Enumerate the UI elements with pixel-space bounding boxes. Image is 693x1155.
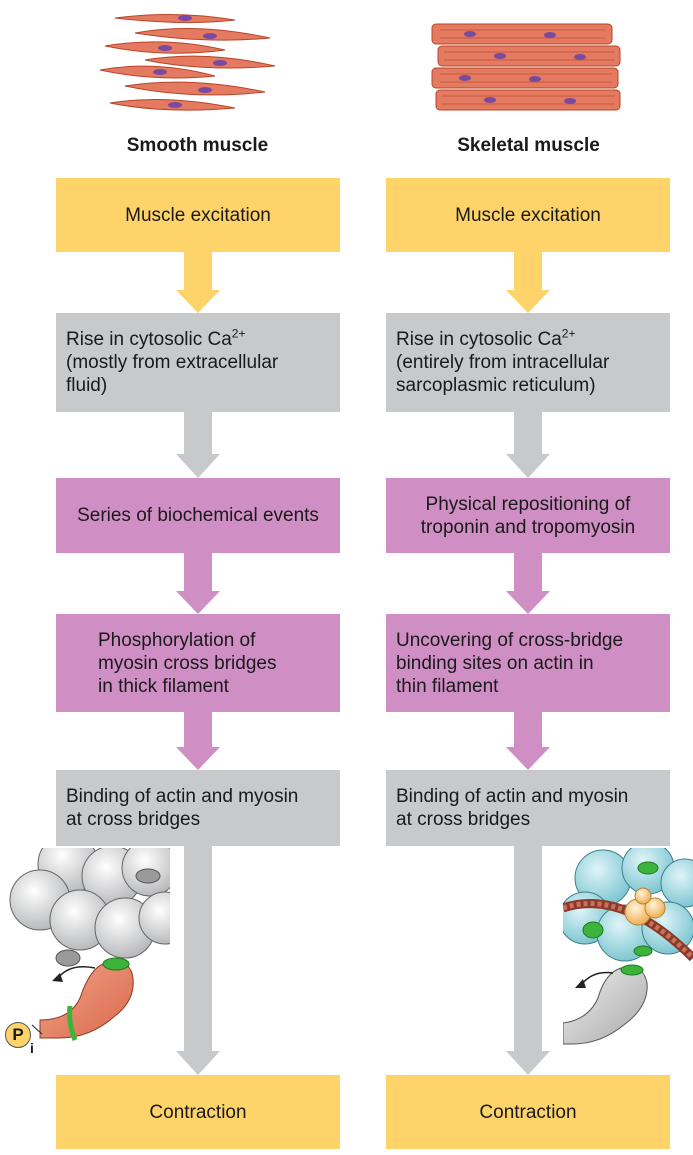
smooth-step-binding: Binding of actin and myosin at cross bri… [56,770,340,846]
smooth-step-calcium-sup: 2+ [231,326,246,341]
smooth-step-calcium-line2: (mostly from extracellular [66,352,279,373]
skeletal-step-repos-line1: Physical repositioning of [425,493,631,515]
skeletal-step-calcium-line3: sarcoplasmic reticulum) [396,375,596,396]
phosphate-label: P [12,1025,24,1044]
skeletal-arrow-3 [506,553,550,614]
smooth-step-phos-line2: myosin cross bridges [98,652,277,674]
skeletal-muscle-fibers-illustration [431,23,621,111]
smooth-arrow-3 [176,553,220,614]
skeletal-step-repos-line2: troponin and tropomyosin [420,516,636,538]
skeletal-step-calcium-rise: Rise in cytosolic Ca2+ (entirely from in… [386,313,670,412]
skeletal-step-repositioning: Physical repositioning of troponin and t… [386,478,670,553]
skeletal-cross-bridge-illustration [563,848,693,1045]
skeletal-muscle-title: Skeletal muscle [457,135,600,156]
smooth-step-excitation-text: Muscle excitation [125,204,271,226]
skeletal-step-uncover-line3: thin filament [396,675,499,697]
smooth-step-phos-line3: in thick filament [98,675,229,697]
smooth-step-contraction: Contraction [56,1075,340,1149]
phosphate-subscript: i [30,1040,34,1056]
skeletal-step-calcium-line2: (entirely from intracellular [396,352,610,373]
smooth-step-contraction-text: Contraction [149,1101,247,1123]
skeletal-step-calcium-sup: 2+ [561,326,576,341]
smooth-arrow-4 [176,712,220,770]
skeletal-step-binding: Binding of actin and myosin at cross bri… [386,770,670,846]
smooth-muscle-title: Smooth muscle [126,135,269,156]
smooth-step-biochemical: Series of biochemical events [56,478,340,553]
smooth-step-binding-line1: Binding of actin and myosin [66,786,299,807]
skeletal-step-uncovering: Uncovering of cross-bridge binding sites… [386,614,670,712]
skeletal-step-uncover-line2: binding sites on actin in [396,652,594,674]
smooth-arrow-2 [176,412,220,478]
skeletal-step-uncover-line1: Uncovering of cross-bridge [396,629,624,651]
skeletal-step-contraction: Contraction [386,1075,670,1149]
skeletal-step-contraction-text: Contraction [479,1101,577,1123]
skeletal-step-binding-line1: Binding of actin and myosin [396,786,629,807]
skeletal-arrow-5 [506,846,550,1075]
smooth-step-calcium-rise: Rise in cytosolic Ca2+ (mostly from extr… [56,313,340,412]
smooth-muscle-cells-illustration [99,13,276,111]
smooth-cross-bridge-illustration [9,848,170,1041]
smooth-step-calcium-line3: fluid) [66,375,108,396]
phosphate-badge: P [5,1022,31,1048]
smooth-step-phosphorylation: Phosphorylation of myosin cross bridges … [56,614,340,712]
skeletal-arrow-1 [506,252,550,313]
skeletal-step-excitation-text: Muscle excitation [455,204,601,226]
smooth-step-calcium-text: Rise in cytosolic Ca [66,329,232,350]
smooth-arrow-5 [176,846,220,1075]
smooth-step-excitation: Muscle excitation [56,178,340,252]
smooth-step-biochemical-text: Series of biochemical events [77,505,319,526]
smooth-step-phos-line1: Phosphorylation of [98,629,256,651]
smooth-arrow-1 [176,252,220,313]
skeletal-step-excitation: Muscle excitation [386,178,670,252]
skeletal-arrow-4 [506,712,550,770]
smooth-step-binding-line2: at cross bridges [66,809,201,830]
skeletal-arrow-2 [506,412,550,478]
skeletal-step-binding-line2: at cross bridges [396,809,531,830]
skeletal-step-calcium-text: Rise in cytosolic Ca [396,329,562,350]
